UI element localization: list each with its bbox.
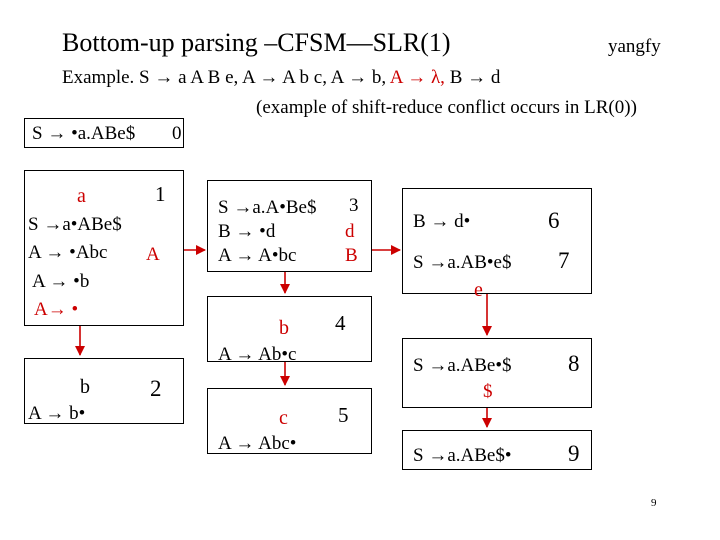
- production-5: B → d: [449, 67, 501, 88]
- state-3-goto-d: d: [345, 221, 355, 242]
- state-1-goto-A: A: [146, 244, 160, 265]
- grammar-example: Example. S → a A B e, A → A b c, A → b, …: [62, 68, 500, 87]
- state-3-box: [207, 180, 372, 272]
- state-1-box: [24, 170, 184, 326]
- production-4-lambda: A → λ,: [389, 67, 445, 88]
- state-3-item-3: A → A•bc: [218, 245, 297, 266]
- state-1-item-1: S →a•ABe$: [28, 214, 122, 235]
- state-1-item-3: A → •b: [32, 271, 90, 292]
- state-8-box: [402, 338, 592, 408]
- production-3: A → b,: [330, 67, 387, 88]
- state-8-item: S →a.ABe•$: [413, 355, 512, 376]
- state-4-item: A → Ab•c: [218, 344, 297, 365]
- state-2-box: [24, 358, 184, 424]
- state-9-item: S →a.ABe$•: [413, 445, 512, 466]
- state-2-item: A → b•: [28, 403, 86, 424]
- state-5-number: 5: [338, 403, 349, 427]
- state-5-symbol: c: [279, 407, 288, 429]
- state-5-box: [207, 388, 372, 454]
- state-1-number: 1: [155, 182, 166, 206]
- state-9-box: [402, 430, 592, 470]
- state-3-goto-B: B: [345, 245, 358, 266]
- state-7-goto-e: e: [474, 279, 483, 301]
- state-0-box: [24, 118, 184, 148]
- state-7-number: 7: [558, 248, 570, 273]
- state-7-item: S →a.AB•e$: [413, 252, 512, 273]
- conflict-note: (example of shift-reduce conflict occurs…: [256, 97, 637, 118]
- state-6-item: B → d•: [413, 211, 471, 232]
- state-3-item-2: B → •d: [218, 221, 276, 242]
- slide-title: Bottom-up parsing –CFSM—SLR(1): [62, 28, 451, 57]
- state-8-goto-dollar: $: [483, 381, 493, 402]
- production-2: A → A b c,: [241, 67, 327, 88]
- state-4-box: [207, 296, 372, 362]
- state-3-number: 3: [349, 195, 359, 216]
- state-4-number: 4: [335, 311, 346, 335]
- state-1-item-2: A → •Abc: [28, 242, 108, 263]
- state-9-number: 9: [568, 441, 580, 466]
- state-2-symbol: b: [80, 376, 90, 398]
- page-number: 9: [651, 497, 657, 509]
- state-2-number: 2: [150, 376, 162, 401]
- example-lead: Example.: [62, 67, 135, 88]
- state-6-number: 6: [548, 208, 560, 233]
- state-8-number: 8: [568, 351, 580, 376]
- state-0-number: 0: [172, 123, 182, 144]
- state-6-7-box: [402, 188, 592, 294]
- state-0-item: S → •a.ABe$: [32, 123, 136, 144]
- state-1-symbol: a: [77, 185, 86, 207]
- state-5-item: A → Abc•: [218, 433, 297, 454]
- state-4-symbol: b: [279, 317, 289, 339]
- author-name: yangfy: [608, 36, 661, 57]
- state-1-item-4: A→ •: [34, 299, 79, 320]
- production-1: S → a A B e,: [139, 67, 239, 88]
- state-3-item-1: S →a.A•Be$: [218, 197, 317, 218]
